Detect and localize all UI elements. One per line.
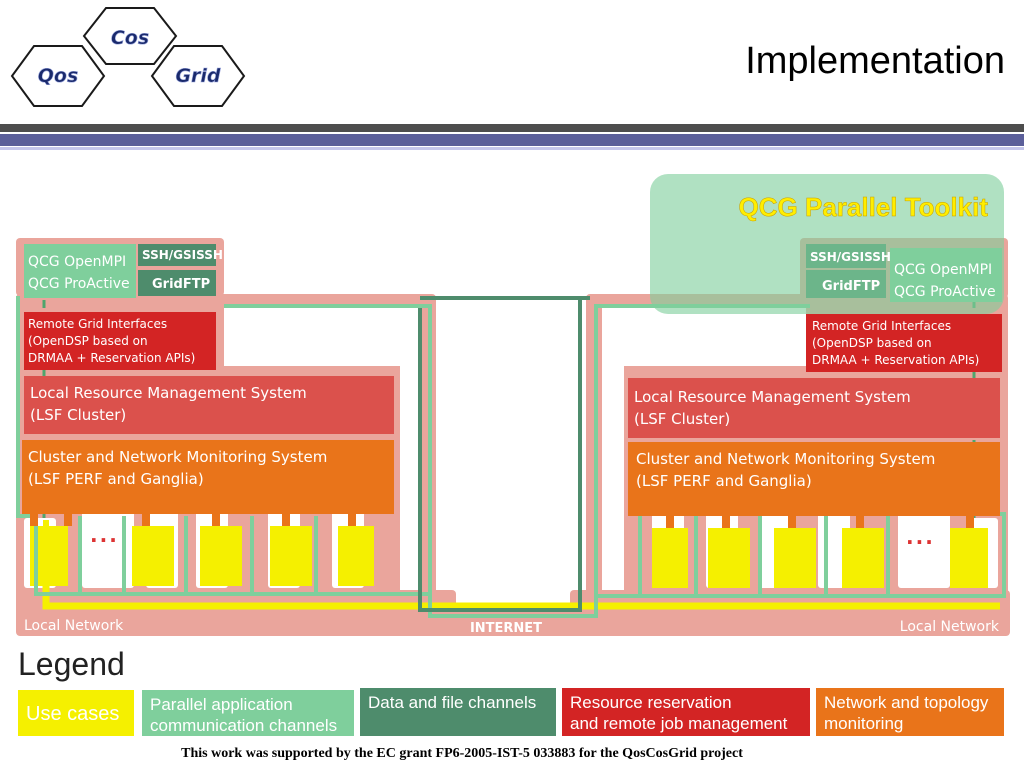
architecture-diagram: QCG Parallel Toolkit QCG OpenMPI QCG Pro…: [16, 174, 1010, 636]
right-mon-line1: Cluster and Network Monitoring System: [636, 450, 935, 468]
legend-network-line1: Network and topology: [824, 693, 989, 712]
header-rule-blue: [0, 134, 1024, 146]
left-lrms-box: [24, 376, 394, 434]
logo-hex-top: [82, 7, 178, 65]
left-rgi-line3: DRMAA + Reservation APIs): [28, 351, 195, 365]
right-rgi-line2: (OpenDSP based on: [812, 336, 932, 350]
left-frame-inner: [224, 306, 420, 366]
left-lrms-line1: Local Resource Management System: [30, 384, 307, 402]
left-gridftp-label: GridFTP: [152, 277, 210, 292]
legend-network-line2: monitoring: [824, 714, 904, 734]
right-lrms-box: [628, 378, 1000, 438]
qoscosgrid-logo: Cos Qos Grid: [10, 7, 246, 107]
right-rgi-line1: Remote Grid Interfaces: [812, 319, 951, 333]
header-rule-light: [0, 147, 1024, 150]
logo-text-cos: Cos: [111, 27, 149, 49]
right-ellipsis: ...: [906, 525, 935, 549]
left-mon-line2: (LSF PERF and Ganglia): [28, 470, 204, 488]
left-gridftp-box: [138, 270, 216, 296]
data-file-channels: [418, 296, 590, 612]
left-monitoring-box: [22, 440, 394, 514]
footer-acknowledgement: This work was supported by the EC grant …: [181, 746, 743, 761]
right-lrms-line2: (LSF Cluster): [634, 410, 730, 428]
logo-text-qos: Qos: [38, 65, 79, 87]
legend-use-cases: Use cases: [18, 690, 134, 736]
legend-data-channels: Data and file channels: [360, 688, 556, 736]
right-rgi-box: [806, 314, 1002, 372]
left-qcg-line1: QCG OpenMPI: [28, 254, 126, 270]
legend-resource-line2: and remote job management: [570, 714, 788, 734]
logo-hex-right: [150, 45, 246, 107]
legend-data-line1: Data and file channels: [368, 693, 537, 712]
use-case-nodes: [30, 526, 988, 588]
legend-resource-reservation: Resource reservation and remote job mana…: [562, 688, 810, 736]
legend-resource-line1: Resource reservation: [570, 693, 732, 712]
left-qcg-line2: QCG ProActive: [28, 276, 130, 292]
legend-parallel-channels: Parallel application communication chann…: [142, 690, 354, 736]
right-gridftp-label: GridFTP: [822, 279, 880, 294]
legend-title: Legend: [18, 646, 125, 682]
left-mon-line1: Cluster and Network Monitoring System: [28, 448, 327, 466]
legend-parallel-line1: Parallel application: [150, 695, 293, 714]
internet-label: INTERNET: [470, 621, 542, 636]
left-ssh-label: SSH/GSISSH: [142, 248, 223, 262]
right-rgi-line3: DRMAA + Reservation APIs): [812, 353, 979, 367]
right-monitoring-box: [628, 442, 1000, 516]
right-frame-inner-left: [602, 306, 624, 590]
right-lrms-line1: Local Resource Management System: [634, 388, 911, 406]
left-ssh-box: [138, 244, 216, 266]
logo-text-grid: Grid: [175, 65, 220, 87]
left-qcg-box: [24, 244, 136, 298]
right-qcg-line2: QCG ProActive: [894, 284, 996, 300]
right-mon-line2: (LSF PERF and Ganglia): [636, 472, 812, 490]
legend-parallel-line2: communication channels: [150, 716, 338, 736]
left-rgi-box: [24, 312, 216, 370]
right-frame-inner: [602, 306, 806, 366]
local-network-left: [16, 590, 456, 636]
monitoring-feeders: [30, 510, 974, 528]
legend-use-cases-label: Use cases: [26, 703, 120, 725]
right-qcg-line1: QCG OpenMPI: [894, 262, 992, 278]
left-rgi-line1: Remote Grid Interfaces: [28, 317, 167, 331]
slide-title: Implementation: [745, 40, 1005, 82]
toolkit-overlay: [650, 174, 1004, 314]
left-frame-inner-right: [400, 306, 420, 590]
right-network-label: Local Network: [900, 619, 1000, 635]
left-network-label: Local Network: [24, 618, 124, 634]
left-lrms-line2: (LSF Cluster): [30, 406, 126, 424]
header-rule-dark: [0, 124, 1024, 132]
left-ellipsis: ...: [90, 523, 119, 547]
right-ssh-label: SSH/GSISSH: [810, 250, 891, 264]
logo-hex-left: [10, 45, 106, 107]
legend-network-monitoring: Network and topology monitoring: [816, 688, 1004, 736]
left-rgi-line2: (OpenDSP based on: [28, 334, 148, 348]
toolkit-label: QCG Parallel Toolkit: [739, 192, 989, 222]
